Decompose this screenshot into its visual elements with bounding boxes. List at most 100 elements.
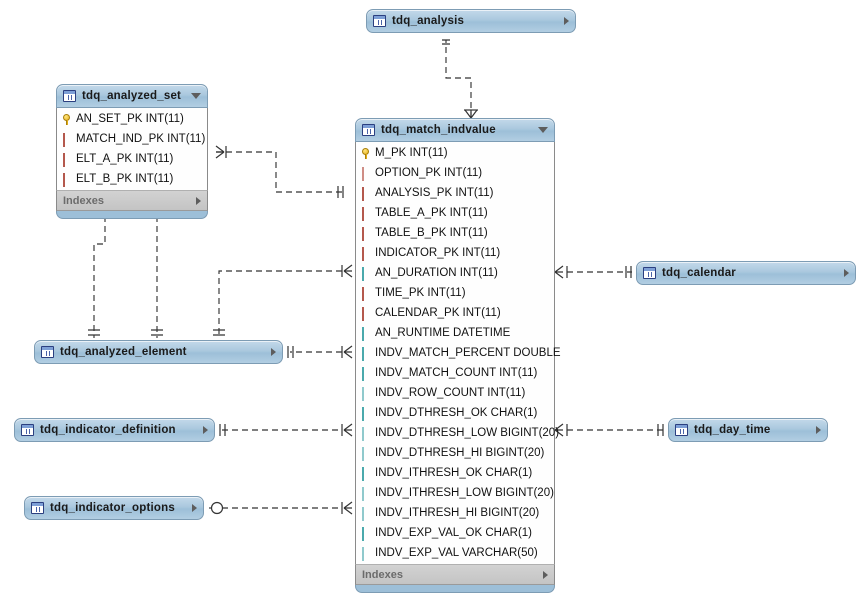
table-row[interactable]: INDV_MATCH_COUNT INT(11) [356,363,554,383]
caret-right-icon[interactable] [196,196,201,205]
caret-down-icon[interactable] [191,93,201,99]
table-header[interactable]: tdq_analysis [366,9,576,33]
diamond-icon [360,366,371,381]
diamond-icon [360,166,371,181]
table-header[interactable]: tdq_match_indvalue [355,118,555,142]
rel-set-element-a [93,216,106,338]
column-label: INDV_EXP_VAL VARCHAR(50) [375,547,538,559]
table-tdq_indicator_definition[interactable]: tdq_indicator_definition [14,418,215,442]
diamond-icon [360,506,371,521]
table-row[interactable]: AN_SET_PK INT(11) [57,109,207,129]
diamond-icon [360,446,371,461]
diamond-icon [360,526,371,541]
caret-right-icon[interactable] [816,426,821,434]
table-tdq_analyzed_set[interactable]: tdq_analyzed_set AN_SET_PK INT(11) MATCH… [56,84,208,219]
table-icon [41,346,54,358]
diamond-icon [360,246,371,261]
column-label: INDV_ITHRESH_LOW BIGINT(20) [375,487,554,499]
table-name: tdq_indicator_options [50,502,175,514]
table-name: tdq_analyzed_element [60,346,187,358]
table-icon [362,124,375,136]
table-row[interactable]: ANALYSIS_PK INT(11) [356,183,554,203]
caret-right-icon[interactable] [543,570,548,579]
table-tdq_match_indvalue[interactable]: tdq_match_indvalue M_PK INT(11) OPTION_P… [355,118,561,593]
column-label: AN_SET_PK INT(11) [76,113,184,125]
column-label: TIME_PK INT(11) [375,287,466,299]
table-row[interactable]: OPTION_PK INT(11) [356,163,554,183]
table-name: tdq_calendar [662,267,736,279]
table-tdq_analysis[interactable]: tdq_analysis [366,9,576,33]
column-label: INDV_DTHRESH_LOW BIGINT(20) [375,427,560,439]
table-row[interactable]: ELT_A_PK INT(11) [57,149,207,169]
table-row[interactable]: TABLE_A_PK INT(11) [356,203,554,223]
column-label: INDICATOR_PK INT(11) [375,247,501,259]
table-row[interactable]: INDV_EXP_VAL_OK CHAR(1) [356,523,554,543]
table-tdq_indicator_options[interactable]: tdq_indicator_options [24,496,204,520]
column-label: INDV_MATCH_COUNT INT(11) [375,367,538,379]
table-icon [63,90,76,102]
diamond-icon [360,306,371,321]
table-header[interactable]: tdq_calendar [636,261,856,285]
table-header[interactable]: tdq_indicator_definition [14,418,215,442]
table-row[interactable]: INDICATOR_PK INT(11) [356,243,554,263]
table-row[interactable]: INDV_EXP_VAL VARCHAR(50) [356,543,554,563]
table-icon [31,502,44,514]
diamond-icon [360,386,371,401]
table-header[interactable]: tdq_day_time [668,418,828,442]
caret-down-icon[interactable] [538,127,548,133]
caret-right-icon[interactable] [844,269,849,277]
table-name: tdq_analyzed_set [82,90,182,102]
diamond-icon [360,226,371,241]
indexes-label: Indexes [63,194,104,207]
column-label: ELT_B_PK INT(11) [76,173,174,185]
table-icon [21,424,34,436]
table-row[interactable]: INDV_DTHRESH_OK CHAR(1) [356,403,554,423]
caret-right-icon[interactable] [271,348,276,356]
table-row[interactable]: INDV_DTHRESH_LOW BIGINT(20) [356,423,559,443]
table-tdq_day_time[interactable]: tdq_day_time [668,418,828,442]
diamond-icon [360,546,371,561]
column-label: INDV_DTHRESH_OK CHAR(1) [375,407,538,419]
column-label: M_PK INT(11) [375,147,448,159]
table-row[interactable]: INDV_MATCH_PERCENT DOUBLE [356,343,561,363]
table-row[interactable]: AN_DURATION INT(11) [356,263,554,283]
table-header[interactable]: tdq_analyzed_element [34,340,283,364]
rel-match-analysis [445,40,472,118]
table-header[interactable]: tdq_analyzed_set [56,84,208,108]
table-name: tdq_day_time [694,424,771,436]
diamond-icon [61,132,72,147]
table-name: tdq_match_indvalue [381,124,496,136]
table-row[interactable]: M_PK INT(11) [356,143,554,163]
caret-right-icon[interactable] [564,17,569,25]
table-row[interactable]: INDV_ITHRESH_HI BIGINT(20) [356,503,554,523]
table-tdq_analyzed_element[interactable]: tdq_analyzed_element [34,340,283,364]
column-label: INDV_ITHRESH_OK CHAR(1) [375,467,533,479]
table-row[interactable]: CALENDAR_PK INT(11) [356,303,554,323]
table-name: tdq_analysis [392,15,465,27]
table-row[interactable]: TABLE_B_PK INT(11) [356,223,554,243]
rel-match-element-a [218,270,342,338]
indexes-section[interactable]: Indexes [355,564,555,585]
table-icon [373,15,386,27]
table-row[interactable]: INDV_ROW_COUNT INT(11) [356,383,554,403]
table-tdq_calendar[interactable]: tdq_calendar [636,261,856,285]
diamond-icon [360,186,371,201]
table-row[interactable]: INDV_DTHRESH_HI BIGINT(20) [356,443,554,463]
table-row[interactable]: INDV_ITHRESH_LOW BIGINT(20) [356,483,554,503]
table-row[interactable]: INDV_ITHRESH_OK CHAR(1) [356,463,554,483]
cardinality-zero-circle [210,501,224,515]
diamond-icon [360,486,371,501]
indexes-section[interactable]: Indexes [56,190,208,211]
table-row[interactable]: MATCH_IND_PK INT(11) [57,129,207,149]
table-bottom-cap [355,585,555,593]
column-label: INDV_MATCH_PERCENT DOUBLE [375,347,561,359]
caret-right-icon[interactable] [203,426,208,434]
key-icon [61,113,72,125]
table-header[interactable]: tdq_indicator_options [24,496,204,520]
key-icon [360,147,371,159]
table-row[interactable]: ELT_B_PK INT(11) [57,169,207,189]
caret-right-icon[interactable] [192,504,197,512]
table-row[interactable]: TIME_PK INT(11) [356,283,554,303]
table-row[interactable]: AN_RUNTIME DATETIME [356,323,554,343]
